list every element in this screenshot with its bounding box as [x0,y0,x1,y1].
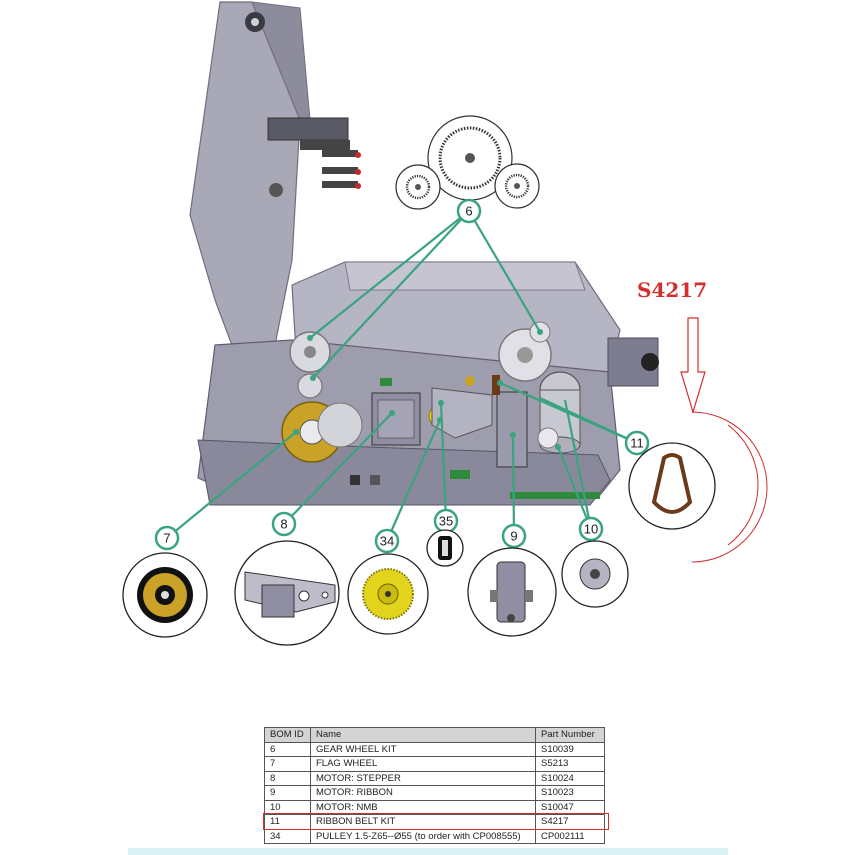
ribbon-motor [496,391,528,468]
bom-cell-name: MOTOR: STEPPER [310,770,536,786]
bom-row: 8 MOTOR: STEPPER S10024 [264,770,605,786]
callout-11: 11 [624,430,650,456]
part-detail-item-35 [426,529,464,567]
callout-label: 8 [280,517,287,532]
bom-cell-id: 7 [264,756,311,772]
callout-10: 10 [578,516,604,542]
part-detail-ribbon-belt [628,442,716,530]
part-detail-nmb-motor [561,540,629,608]
bom-row-highlighted: 11 RIBBON BELT KIT S4217 [264,814,605,830]
table-row-highlight-box [263,813,609,830]
callout-8: 8 [271,511,297,537]
part-detail-ribbon-motor [467,547,557,637]
bom-cell-name: MOTOR: RIBBON [310,785,536,801]
bom-header-row: BOM ID Name Part Number [264,727,605,743]
bom-header-id: BOM ID [264,727,311,743]
bom-cell-id: 9 [264,785,311,801]
highlight-annotation: S4217 [637,278,768,563]
part-detail-stepper-motor [234,540,340,646]
bom-cell-part-number: S10039 [535,741,605,757]
bom-cell-part-number: S5213 [535,756,605,772]
part-detail-flag-wheel [122,552,208,638]
bom-cell-name: GEAR WHEEL KIT [310,741,536,757]
callout-label: 6 [465,204,472,219]
callout-label: 10 [584,522,598,537]
bom-cell-name: PULLEY 1.5-Z65--Ø55 (to order with CP008… [310,828,536,844]
bom-row: 7 FLAG WHEEL S5213 [264,756,605,772]
bom-cell-id: 34 [264,828,311,844]
callout-label: 34 [380,534,394,549]
highlight-part-code: S4217 [637,278,707,302]
callout-label: 9 [510,529,517,544]
bottom-band [128,848,728,855]
gear-kit-illustration [395,115,540,210]
bom-cell-part-number: S10024 [535,770,605,786]
bom-row: 6 GEAR WHEEL KIT S10039 [264,741,605,757]
bom-row: 34 PULLEY 1.5-Z65--Ø55 (to order with CP… [264,828,605,844]
bom-cell-id: 8 [264,770,311,786]
part-detail-pulley [347,553,429,635]
printer-mechanism [189,1,659,506]
bom-row: 10 MOTOR: NMB S10047 [264,799,605,815]
bom-header-part-number: Part Number [535,727,605,743]
bom-cell-part-number: CP002111 [535,828,605,844]
bom-cell-part-number: S10023 [535,785,605,801]
bom-table: BOM ID Name Part Number 6 GEAR WHEEL KIT… [264,727,605,844]
bom-row: 9 MOTOR: RIBBON S10023 [264,785,605,801]
bom-header-name: Name [310,727,536,743]
callout-label: 11 [630,436,644,451]
callout-34: 34 [374,528,400,554]
bom-cell-id: 6 [264,741,311,757]
bom-cell-name: FLAG WHEEL [310,756,536,772]
callout-9: 9 [501,523,527,549]
callout-label: 7 [163,531,170,546]
callout-7: 7 [154,525,180,551]
leader-lines [166,210,638,542]
callout-35: 35 [433,508,459,534]
callout-label: 35 [439,514,453,529]
down-arrow-icon [680,317,706,415]
callout-6: 6 [456,198,482,224]
